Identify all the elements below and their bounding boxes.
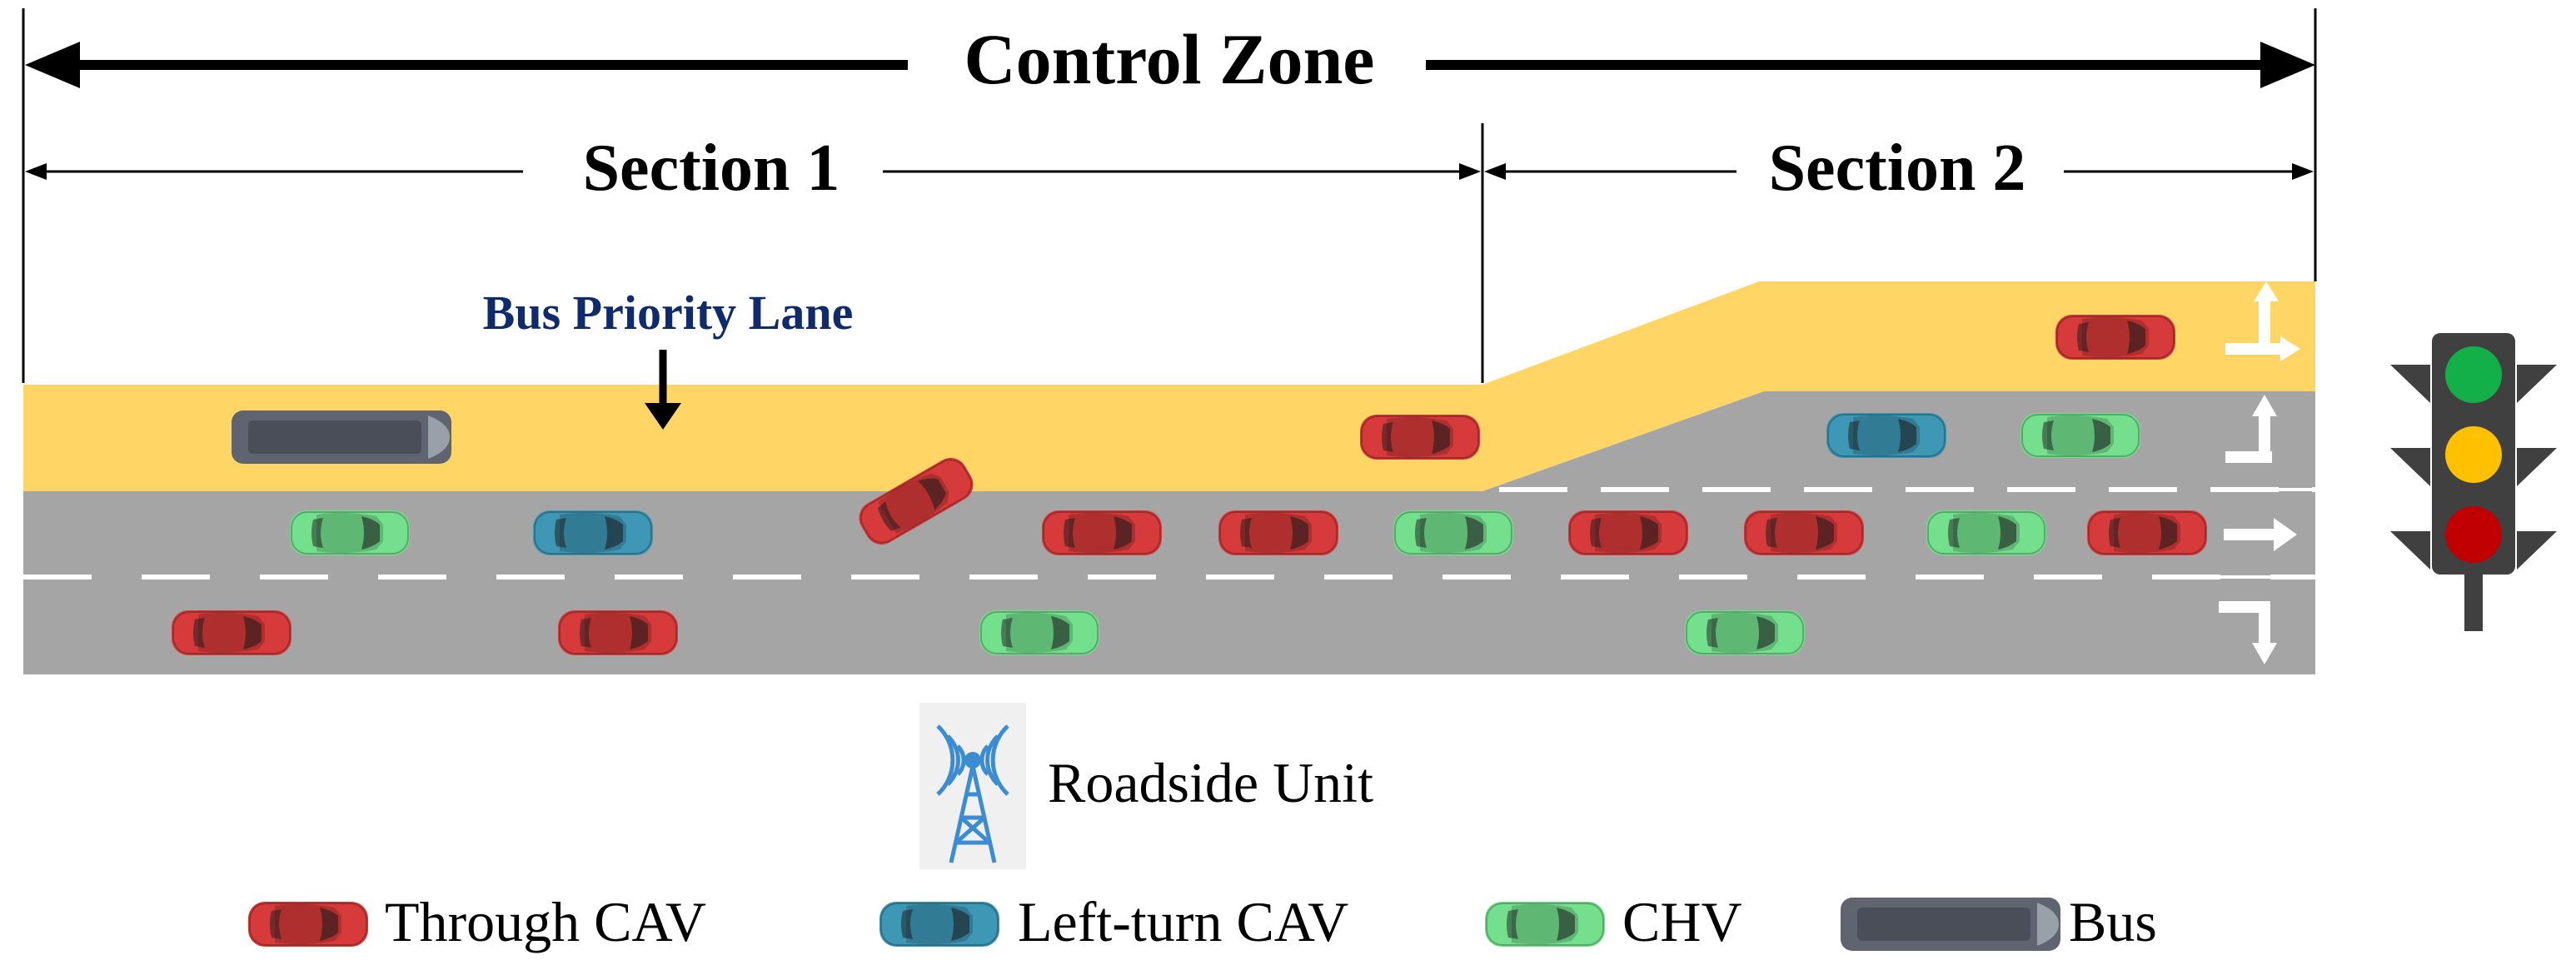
legend-bus-swatch (1841, 898, 2060, 951)
right-turn-arrow-icon (2219, 601, 2277, 664)
red-light (2445, 506, 2502, 563)
roadside-unit-label: Roadside Unit (1048, 751, 1373, 814)
legend-chv-label: CHV (1622, 890, 1742, 953)
bus-vehicle (232, 410, 451, 464)
through-cav-vehicle (1360, 415, 1480, 460)
through-cav-vehicle (2087, 510, 2207, 555)
legend-left-turn-cav-label: Left-turn CAV (1018, 890, 1348, 953)
left-turn-cav-vehicle (533, 510, 653, 555)
road-network (23, 281, 2315, 674)
yellow-light (2445, 426, 2502, 483)
legend-through-cav-swatch (248, 902, 368, 947)
legend-left-turn-cav-swatch (879, 902, 999, 947)
zone-annotations: Control Zone Section 1 Section 2 Bus Pri… (22, 8, 2317, 430)
legend-chv-swatch (1485, 902, 1605, 947)
control-zone-left-arrowhead (25, 42, 80, 88)
legend-through-cav-label: Through CAV (385, 890, 706, 953)
through-cav-vehicle (172, 610, 291, 655)
control-zone-right-arrowhead (2260, 42, 2315, 88)
bus-priority-lane-surface (23, 281, 2315, 491)
through-cav-vehicle (859, 457, 974, 545)
chv-vehicle (290, 510, 410, 555)
through-cav-vehicle (1218, 510, 1338, 555)
section-1-label: Section 1 (583, 132, 840, 205)
chv-vehicle (1485, 902, 1605, 947)
through-cav-vehicle (1744, 510, 1864, 555)
right-turn-straight-arrow-icon (2225, 281, 2300, 361)
legend-bus-label: Bus (2069, 890, 2157, 953)
lane-direction-arrows (2219, 281, 2300, 664)
green-light (2445, 346, 2502, 403)
bus-lane-pointer-arrow (645, 403, 681, 430)
control-zone-label: Control Zone (964, 19, 1375, 99)
stop-bar-edges (2215, 488, 2315, 579)
chv-vehicle (1685, 610, 1805, 655)
chv-vehicle (979, 610, 1099, 655)
left-turn-arrow-icon (2225, 395, 2277, 463)
lane-markings (23, 487, 2315, 580)
vehicles (172, 315, 2207, 655)
left-turn-cav-vehicle (879, 902, 999, 947)
traffic-light-icon (2390, 333, 2557, 631)
through-cav-vehicle (2055, 315, 2175, 360)
chv-vehicle (2020, 413, 2140, 458)
bus-vehicle (1841, 898, 2060, 951)
left-turn-cav-vehicle (1826, 413, 1946, 458)
through-cav-vehicle (558, 610, 678, 655)
roadside-unit-icon (919, 703, 1026, 869)
bus-priority-lane-label: Bus Priority Lane (483, 286, 854, 340)
straight-arrow-icon (2224, 518, 2297, 551)
legend: Through CAV Left-turn CAV CHV Bus (248, 890, 2157, 953)
through-cav-vehicle (248, 902, 368, 947)
through-cav-vehicle (1042, 510, 1162, 555)
chv-vehicle (1393, 510, 1513, 555)
section-2-label: Section 2 (1769, 132, 2026, 205)
chv-vehicle (1926, 510, 2046, 555)
through-cav-vehicle (1568, 510, 1688, 555)
